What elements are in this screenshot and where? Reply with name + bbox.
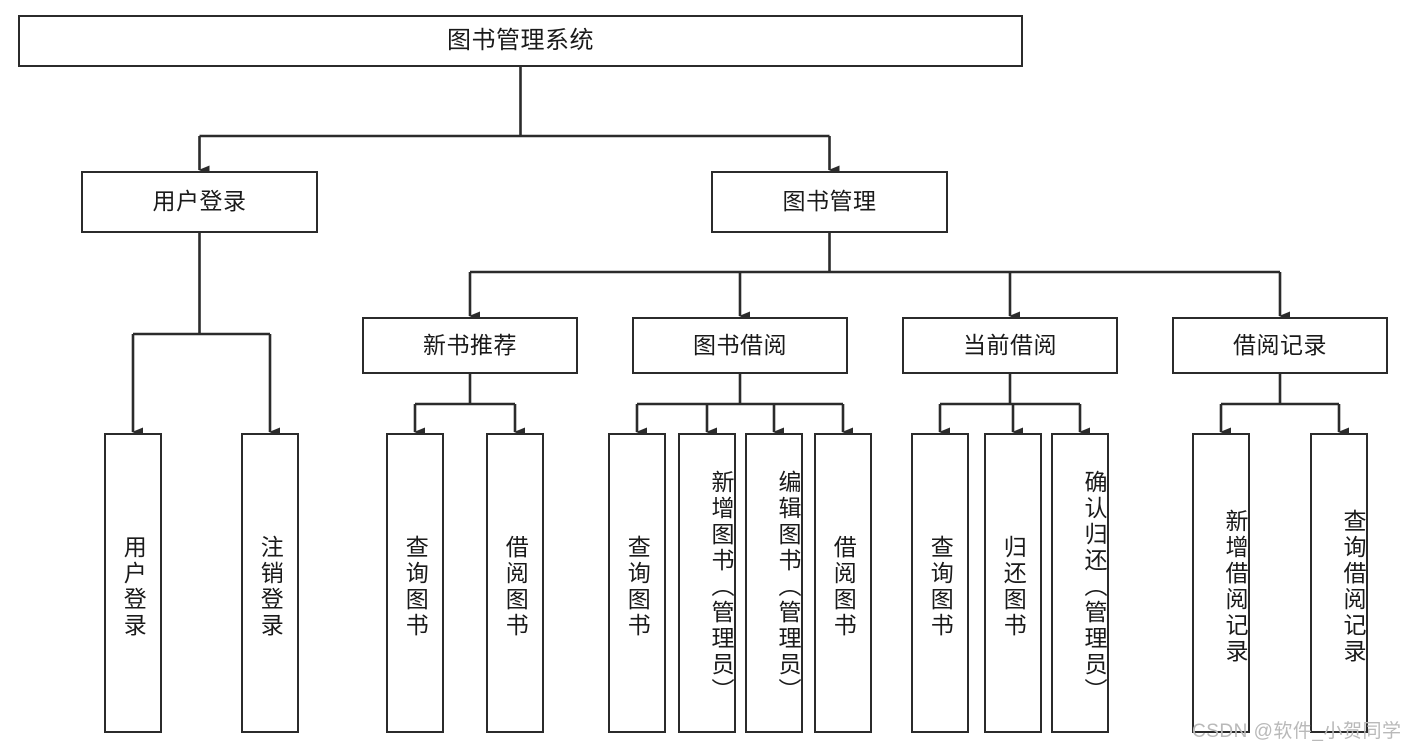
node-label-leaf-query-borrow-record: 查询借阅记录: [1340, 509, 1366, 665]
node-leaf-confirm-return-admin[interactable]: 确认归还（管理员）: [1051, 433, 1109, 733]
node-label-leaf-return-book: 归还图书: [1000, 535, 1027, 639]
node-label-leaf-query-book-3: 查询图书: [927, 535, 954, 639]
node-leaf-query-book-3[interactable]: 查询图书: [911, 433, 969, 733]
node-leaf-query-book-2[interactable]: 查询图书: [608, 433, 666, 733]
node-leaf-add-book-admin[interactable]: 新增图书（管理员）: [678, 433, 736, 733]
node-label-new-book-recommend: 新书推荐: [423, 331, 517, 358]
node-user-login[interactable]: 用户登录: [81, 171, 318, 233]
node-borrow-record[interactable]: 借阅记录: [1172, 317, 1388, 374]
node-label-leaf-edit-book-admin: 编辑图书（管理员）: [775, 470, 801, 704]
node-label-leaf-add-borrow-record: 新增借阅记录: [1222, 509, 1248, 665]
node-leaf-borrow-book-2[interactable]: 借阅图书: [814, 433, 872, 733]
node-leaf-query-borrow-record[interactable]: 查询借阅记录: [1310, 433, 1368, 733]
node-label-book-manage: 图书管理: [782, 188, 877, 215]
node-label-book-borrow: 图书借阅: [693, 331, 787, 358]
node-label-leaf-borrow-book-1: 借阅图书: [502, 535, 529, 639]
node-label-leaf-logout: 注销登录: [257, 535, 284, 639]
node-leaf-edit-book-admin[interactable]: 编辑图书（管理员）: [745, 433, 803, 733]
node-label-user-login: 用户登录: [152, 188, 247, 215]
node-leaf-add-borrow-record[interactable]: 新增借阅记录: [1192, 433, 1250, 733]
node-leaf-return-book[interactable]: 归还图书: [984, 433, 1042, 733]
node-label-leaf-user-login: 用户登录: [120, 535, 147, 639]
node-current-borrow[interactable]: 当前借阅: [902, 317, 1118, 374]
node-label-leaf-confirm-return-admin: 确认归还（管理员）: [1081, 470, 1107, 704]
node-label-leaf-query-book-2: 查询图书: [624, 535, 651, 639]
node-label-leaf-query-book-1: 查询图书: [402, 535, 429, 639]
node-label-leaf-borrow-book-2: 借阅图书: [830, 535, 857, 639]
node-label-borrow-record: 借阅记录: [1233, 331, 1327, 358]
node-leaf-query-book-1[interactable]: 查询图书: [386, 433, 444, 733]
node-new-book-recommend[interactable]: 新书推荐: [362, 317, 578, 374]
node-root[interactable]: 图书管理系统: [18, 15, 1023, 67]
node-book-borrow[interactable]: 图书借阅: [632, 317, 848, 374]
node-leaf-borrow-book-1[interactable]: 借阅图书: [486, 433, 544, 733]
node-label-leaf-add-book-admin: 新增图书（管理员）: [708, 470, 734, 704]
node-label-root: 图书管理系统: [447, 26, 594, 54]
node-label-current-borrow: 当前借阅: [963, 331, 1057, 358]
node-leaf-logout[interactable]: 注销登录: [241, 433, 299, 733]
node-leaf-user-login[interactable]: 用户登录: [104, 433, 162, 733]
node-book-manage[interactable]: 图书管理: [711, 171, 948, 233]
csdn-watermark: CSDN @软件_小贺同学: [1192, 721, 1402, 742]
edge-group: [131, 67, 1349, 437]
